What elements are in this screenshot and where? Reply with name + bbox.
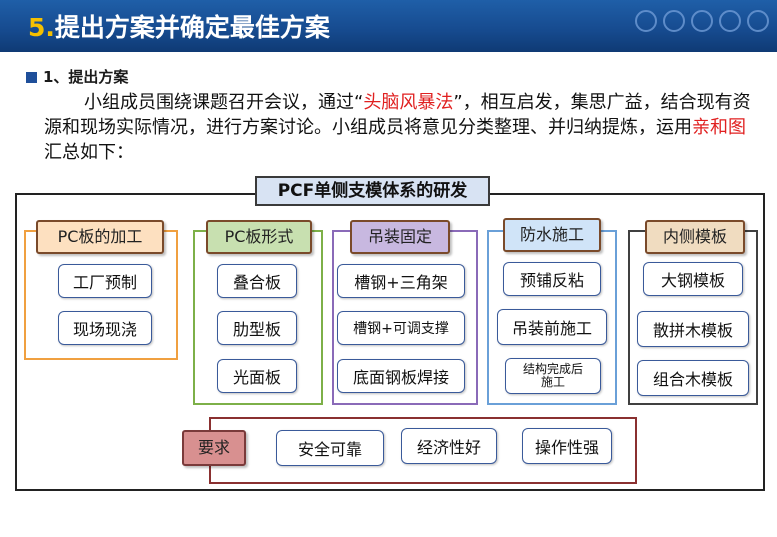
item-smooth-slab: 光面板 xyxy=(217,359,297,393)
circle-icon xyxy=(691,10,713,32)
circle-icon xyxy=(635,10,657,32)
req-economical: 经济性好 xyxy=(401,428,497,464)
item-after-structure: 结构完成后施工 xyxy=(505,358,601,394)
item-loose-wood-form: 散拼木模板 xyxy=(637,311,749,347)
circle-icon xyxy=(663,10,685,32)
title-text: 提出方案并确定最佳方案 xyxy=(54,13,330,42)
item-site-cast: 现场现浇 xyxy=(58,311,152,345)
intro-paragraph: 小组成员围绕课题召开会议，通过“头脑风暴法”，相互启发，集思广益，结合现有资源和… xyxy=(44,90,759,165)
header-decoration xyxy=(635,10,769,32)
square-bullet-icon xyxy=(26,72,37,83)
group-head-pc-form: PC板形式 xyxy=(206,220,312,254)
para-highlight-affinity: 亲和图 xyxy=(692,117,746,138)
circle-icon xyxy=(747,10,769,32)
item-pre-laid: 预铺反粘 xyxy=(503,262,601,296)
group-head-waterproofing: 防水施工 xyxy=(503,218,601,252)
circle-icon xyxy=(719,10,741,32)
para-text-3: 汇总如下： xyxy=(44,142,134,163)
group-head-inner-formwork: 内侧模板 xyxy=(645,220,745,254)
title-number: 5. xyxy=(28,13,55,42)
para-text-1: 小组成员围绕课题召开会议，通过“ xyxy=(84,92,364,113)
item-combined-wood-form: 组合木模板 xyxy=(637,360,749,396)
para-highlight-brainstorm: 头脑风暴法 xyxy=(363,92,454,113)
item-large-steel-form: 大钢模板 xyxy=(643,262,743,296)
requirements-head: 要求 xyxy=(182,430,246,466)
slide-header: 5.提出方案并确定最佳方案 xyxy=(0,0,777,52)
item-factory-prefab: 工厂预制 xyxy=(58,264,152,298)
item-composite-slab: 叠合板 xyxy=(217,264,297,298)
req-operable: 操作性强 xyxy=(522,428,612,464)
item-channel-adjustable: 槽钢+可调支撑 xyxy=(337,311,465,345)
item-ribbed-slab: 肋型板 xyxy=(217,311,297,345)
group-head-hoisting-fixing: 吊装固定 xyxy=(350,220,450,254)
section-title: 1、提出方案 xyxy=(26,66,128,87)
group-head-pc-processing: PC板的加工 xyxy=(36,220,164,254)
section-title-text: 1、提出方案 xyxy=(43,68,129,86)
item-bottom-plate-weld: 底面钢板焊接 xyxy=(337,359,465,393)
para-text-2: ”，相互启发，集思广益，结合现有资源和现场实际情况，进行方案讨论。小组成员将意见… xyxy=(44,92,751,138)
slide-title: 5.提出方案并确定最佳方案 xyxy=(28,8,330,44)
req-safe-reliable: 安全可靠 xyxy=(276,430,384,466)
item-before-hoisting: 吊装前施工 xyxy=(497,309,607,345)
item-channel-triangle: 槽钢+三角架 xyxy=(337,264,465,298)
diagram-title: PCF单侧支模体系的研发 xyxy=(255,176,490,206)
